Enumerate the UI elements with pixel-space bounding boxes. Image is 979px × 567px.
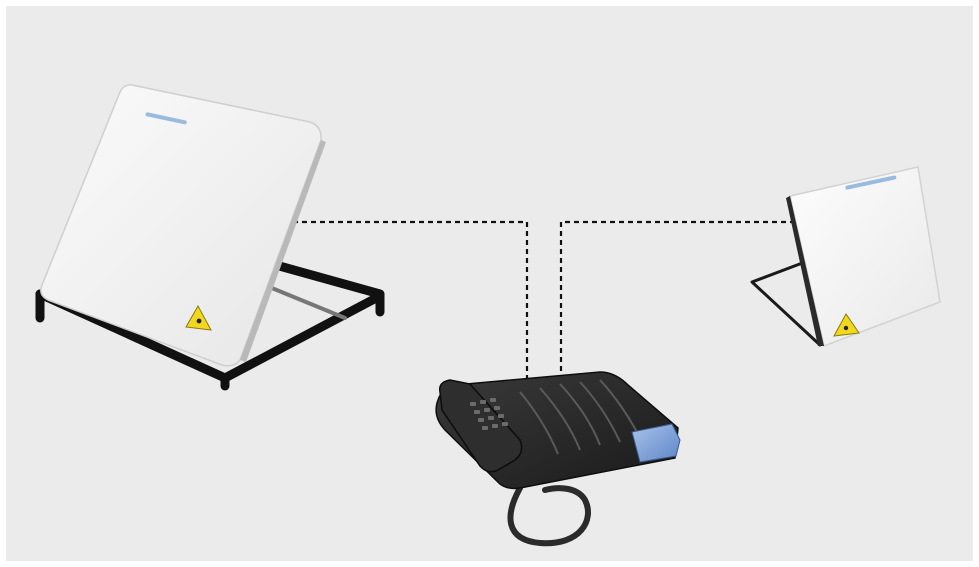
diagram-canvas (0, 0, 979, 567)
network-diagram (0, 0, 979, 567)
